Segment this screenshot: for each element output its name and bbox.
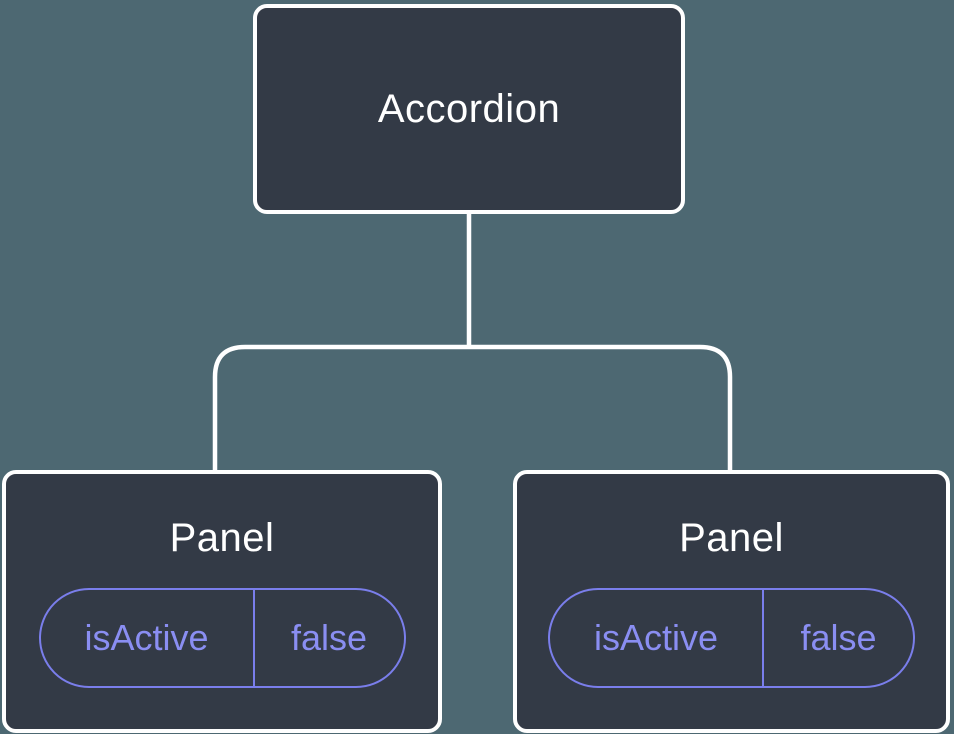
connector-branch-bracket <box>212 344 733 472</box>
tree-node-panel-right: Panel isActive false <box>513 470 950 733</box>
state-value-label: false <box>800 617 877 658</box>
state-key-label: isActive <box>84 617 209 658</box>
state-key-cell: isActive <box>41 590 255 686</box>
state-value-label: false <box>290 617 368 658</box>
tree-node-panel-left: Panel isActive false <box>2 470 442 733</box>
state-value-cell: false <box>255 590 404 686</box>
node-label-accordion: Accordion <box>377 87 561 131</box>
state-key-cell: isActive <box>550 590 764 686</box>
node-label-panel: Panel <box>169 516 275 560</box>
state-pill: isActive false <box>38 588 406 688</box>
state-key-label: isActive <box>593 617 719 658</box>
tree-node-accordion: Accordion <box>253 4 685 214</box>
state-pill: isActive false <box>548 588 915 688</box>
node-label-panel: Panel <box>679 516 784 560</box>
state-value-cell: false <box>764 590 913 686</box>
